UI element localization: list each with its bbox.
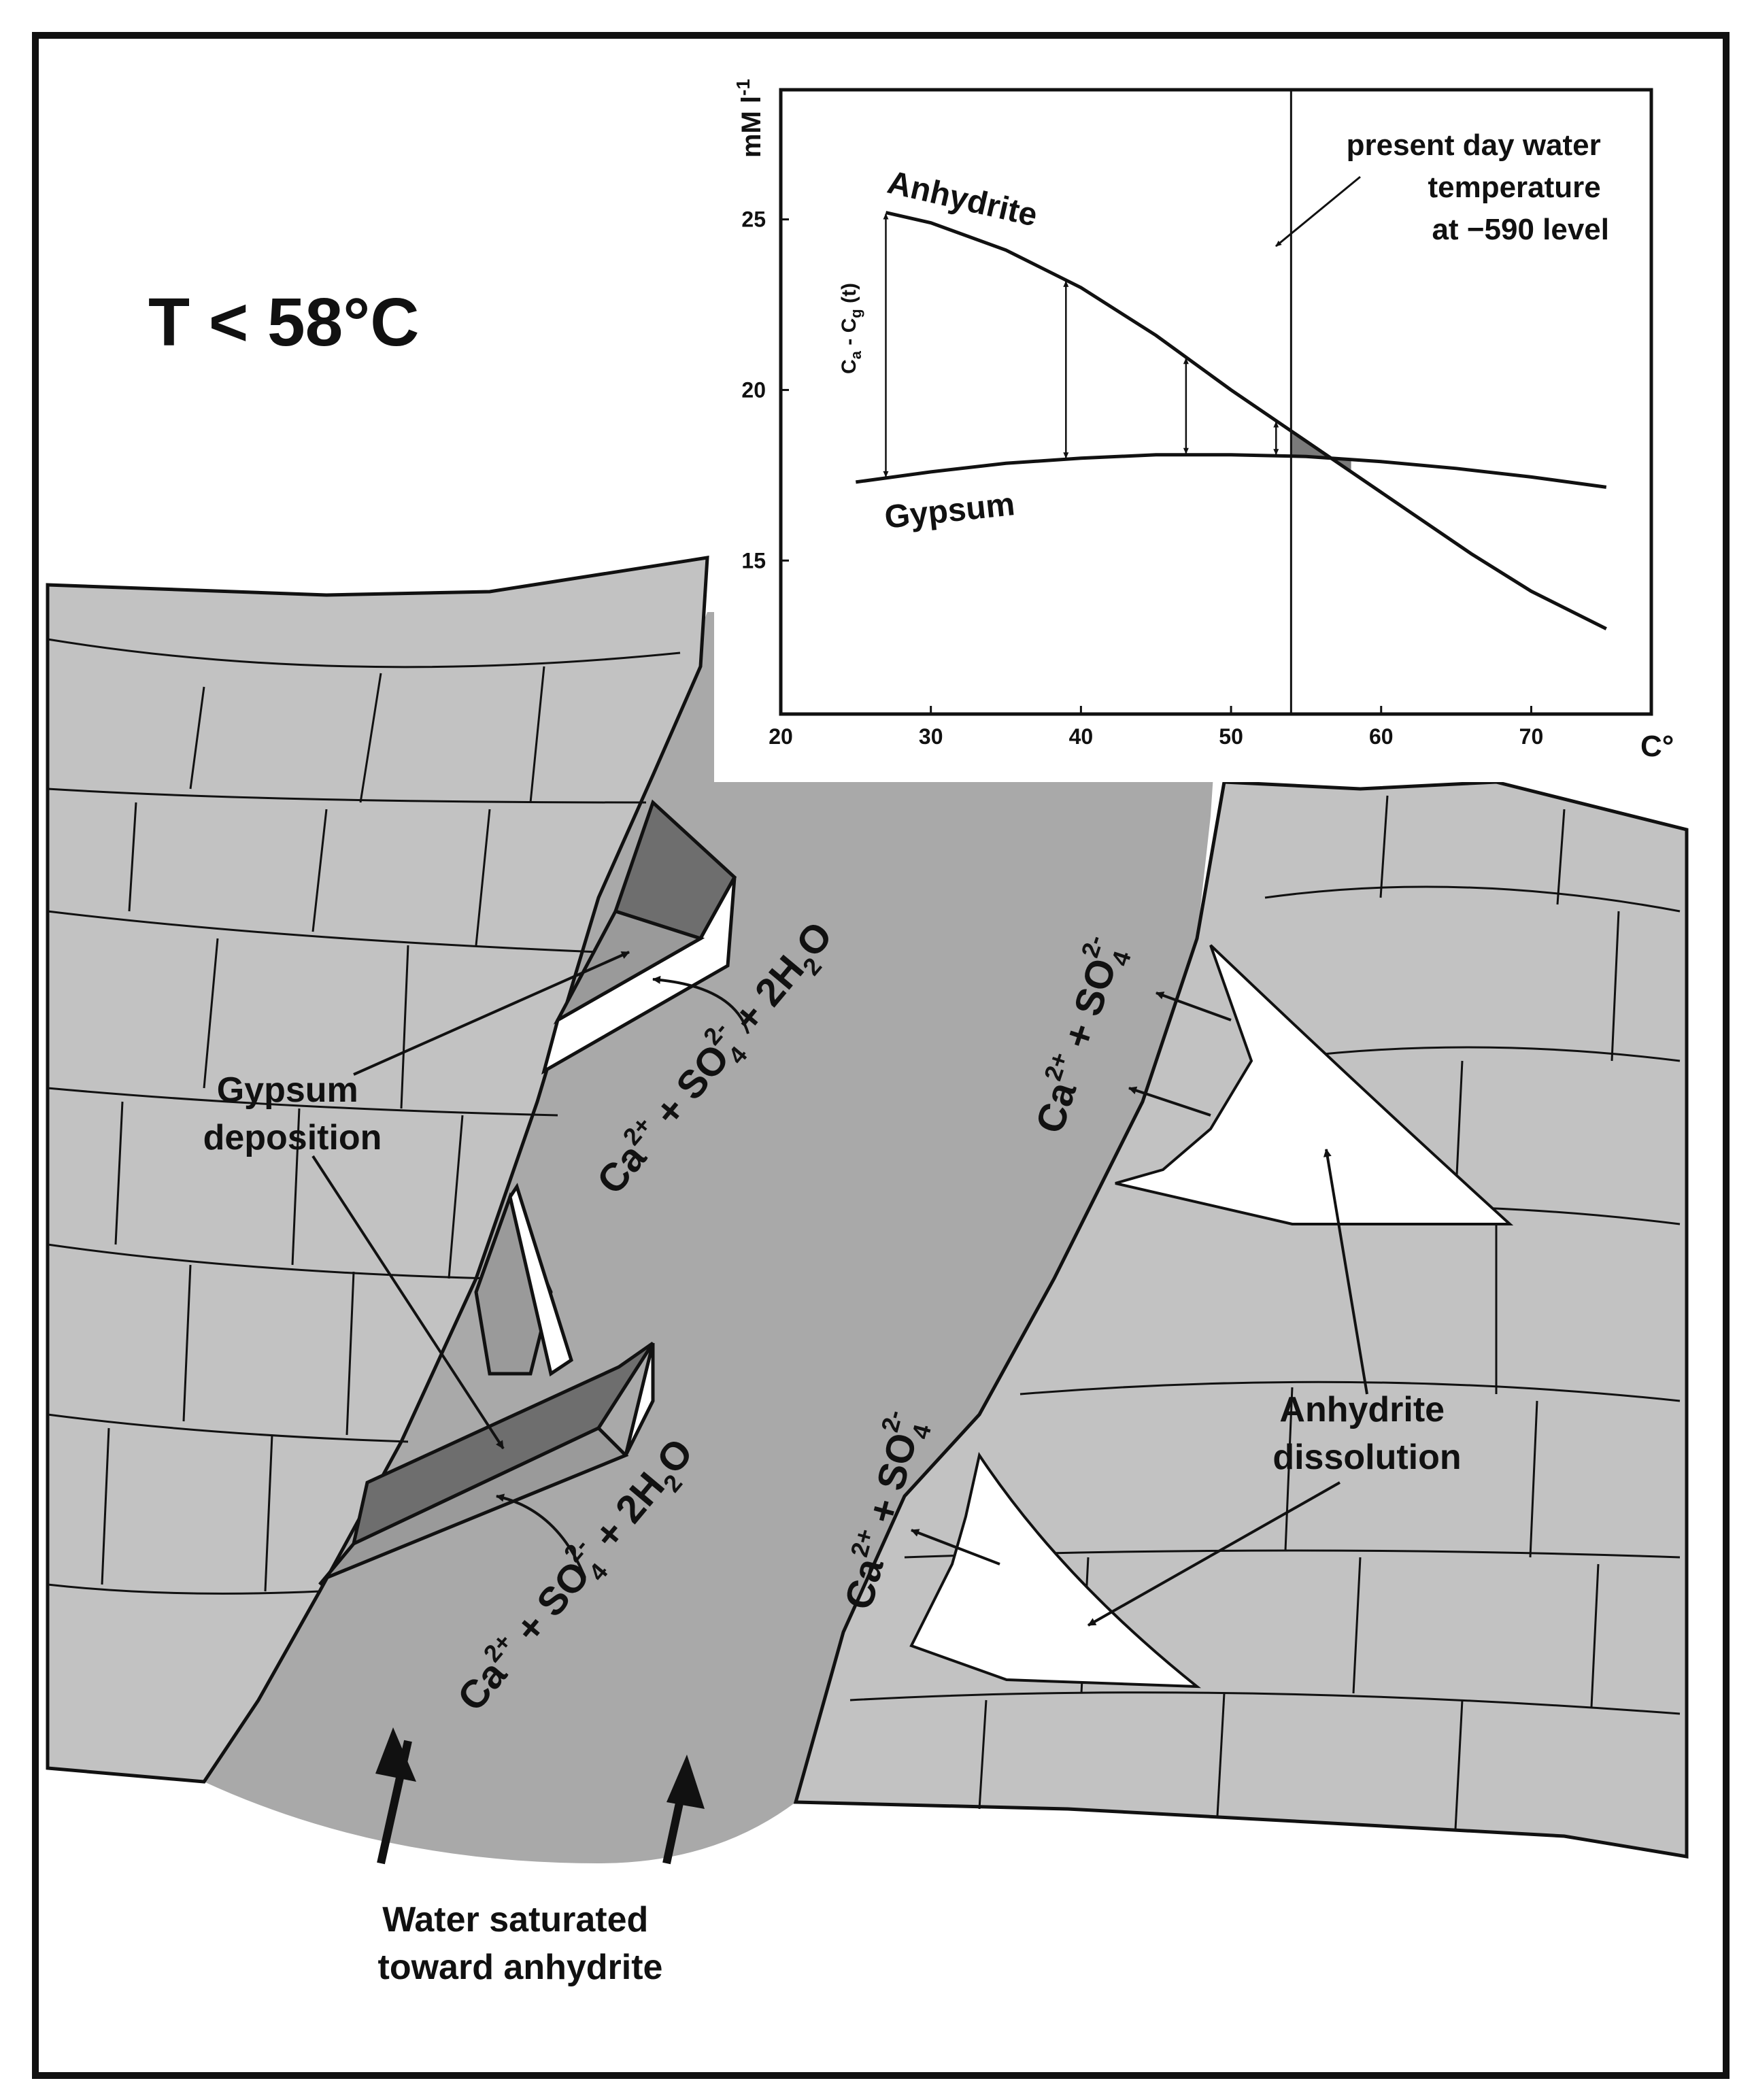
temperature-condition: T < 58°C bbox=[148, 284, 420, 360]
gypsum-crystal-upper bbox=[541, 799, 737, 1075]
gypsum-leader-lower bbox=[311, 1155, 505, 1450]
water-saturated-label: Water saturated toward anhydrite bbox=[378, 1900, 663, 1987]
bedding-lines bbox=[47, 638, 1681, 1830]
anhydrite-dissolution-label: Anhydrite dissolution bbox=[1272, 1390, 1461, 1477]
gypsum-deposition-line-1: Gypsum bbox=[217, 1070, 358, 1110]
y-tick-label: 15 bbox=[741, 548, 766, 573]
anhydrite-dissolution-line-1: Anhydrite bbox=[1279, 1390, 1445, 1429]
gypsum-leader-upper bbox=[353, 951, 630, 1076]
ion-arrow-3 bbox=[911, 1529, 1000, 1565]
y-tick-label: 20 bbox=[741, 377, 766, 402]
y-axis-label: mM l-1 bbox=[732, 79, 766, 158]
leader-arrows bbox=[311, 951, 1368, 1627]
gypsum-line bbox=[856, 453, 1607, 489]
x-tick-label: 50 bbox=[1219, 724, 1243, 749]
water-saturated-line-1: Water saturated bbox=[382, 1900, 648, 1940]
x-tick-label: 70 bbox=[1519, 724, 1544, 749]
x-axis-label: C° bbox=[1640, 730, 1674, 763]
anhydrite-leader-lower bbox=[1087, 1481, 1340, 1627]
x-tick-label: 40 bbox=[1069, 724, 1094, 749]
y-tick-label: 25 bbox=[741, 207, 766, 232]
annotation-line-1: present day water bbox=[1347, 129, 1601, 162]
anhydrite-dissolution-line-2: dissolution bbox=[1272, 1438, 1461, 1477]
water-to-crystal-lower bbox=[496, 1493, 586, 1578]
x-tick-label: 30 bbox=[919, 724, 943, 749]
gypsum-deposition-line-2: deposition bbox=[203, 1118, 382, 1157]
water-saturated-line-2: toward anhydrite bbox=[378, 1948, 663, 1987]
anhydrite-line bbox=[885, 211, 1607, 630]
dissolution-cavity-lower bbox=[909, 1451, 1201, 1689]
gypsum-deposition-label: Gypsum deposition bbox=[203, 1070, 382, 1157]
annotation-pointer bbox=[1275, 175, 1361, 248]
x-tick-label: 20 bbox=[769, 724, 793, 749]
present-day-annotation: present day water temperature at −590 le… bbox=[1347, 129, 1609, 246]
difference-label: Ca - Cg (t) bbox=[838, 283, 864, 374]
inflow-arrows bbox=[375, 1727, 705, 1865]
annotation-line-2: temperature bbox=[1428, 171, 1600, 204]
water-to-crystal-upper bbox=[652, 975, 749, 1034]
ion-arrow-1 bbox=[1156, 992, 1232, 1021]
x-tick-label: 60 bbox=[1369, 724, 1394, 749]
chart-plot-area bbox=[779, 88, 1653, 716]
dissolution-cavity-upper bbox=[1115, 944, 1514, 1225]
anhydrite-leader-upper bbox=[1323, 1149, 1368, 1395]
left-rock bbox=[46, 556, 709, 1784]
ion-arrow-2 bbox=[1128, 1086, 1211, 1117]
water-channel bbox=[204, 612, 1224, 1863]
annotation-line-3: at −590 level bbox=[1432, 213, 1609, 246]
